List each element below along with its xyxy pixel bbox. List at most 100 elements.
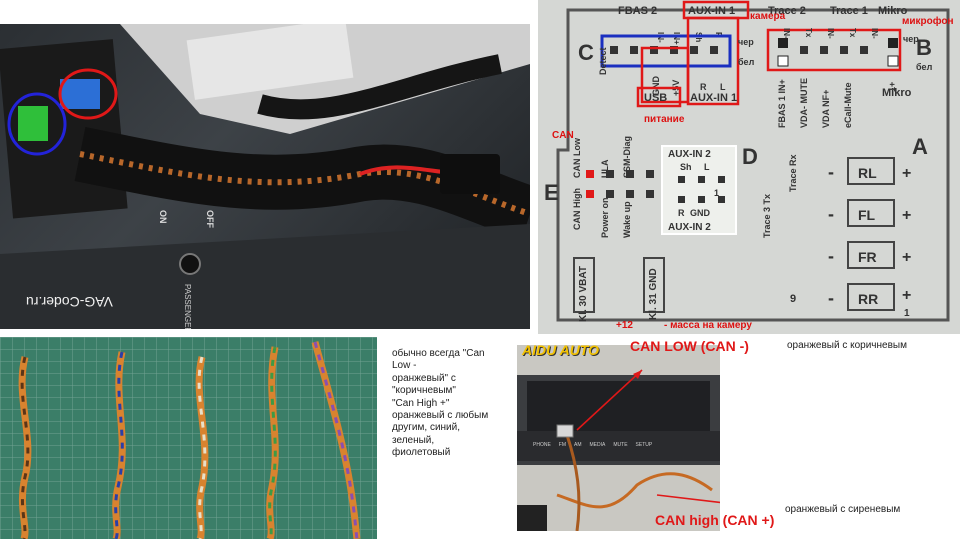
pin-number-1: 1	[714, 188, 719, 198]
note-line-2: Low -	[392, 360, 417, 372]
speaker-fr-minus: -	[828, 246, 834, 266]
speaker-rr-plus: +	[902, 287, 911, 304]
c-pin-in-plus: IN+	[672, 32, 681, 45]
watermark: VAG-Coder.ru	[26, 294, 113, 310]
can-color-note: обычно всегда "Can Low - оранжевый" с "к…	[392, 348, 510, 460]
trace3-tx-label: Trace 3 Tx	[762, 194, 772, 238]
b-pin-fbas1: FBAS 1 IN+	[777, 79, 787, 128]
can-wire-illustration	[517, 345, 720, 531]
e-pin-can-low: CAN Low	[572, 137, 582, 178]
b-pin-ecall: eCall-Mute	[843, 82, 853, 128]
twisted-wires-illustration	[0, 337, 377, 539]
pin-number-9: 9	[790, 293, 796, 305]
airbag-off-label: OFF	[205, 210, 215, 228]
e-pin-power-on: Power on	[600, 197, 610, 238]
can-wire-brown	[565, 434, 581, 531]
block-e-letter: E	[544, 180, 559, 205]
wire-terminal	[556, 424, 574, 438]
speaker-fl-row: - FL +	[828, 199, 911, 227]
speaker-rl-row: - RL +	[828, 157, 911, 185]
speaker-fr-plus: +	[902, 249, 911, 266]
pinout-diagram: FBAS 2 Trace 2 Trace 1 Mikro AUX-IN 1 ка…	[538, 0, 960, 334]
radio-button-strip	[517, 431, 720, 461]
note-line-3: оранжевый" с	[392, 372, 456, 384]
note-line-4: "коричневым"	[392, 385, 456, 397]
e-pin-ssm: SSM-Diag	[622, 136, 632, 178]
speaker-fl-plus: +	[902, 207, 911, 224]
airbag-label: PASSENGER AIR BAG	[183, 284, 192, 329]
c-pin-r: R	[700, 82, 707, 92]
twisted-pair-2	[112, 351, 126, 539]
b-pin-in-2: IN-	[826, 28, 835, 39]
black-left-note: чер	[738, 37, 754, 47]
btn-am: AM	[574, 442, 582, 448]
c-pin-detect: Detect	[598, 47, 608, 75]
aux-in2-box	[661, 145, 737, 235]
can-low-label: CAN LOW (CAN -)	[630, 338, 749, 354]
pinout-outline	[556, 8, 950, 322]
btn-phone: PHONE	[533, 442, 551, 448]
harness-illustration	[0, 24, 530, 329]
speaker-rr-name: RR	[858, 291, 878, 307]
aux-in2-bottom-label: AUX-IN 2	[668, 222, 711, 233]
kl31-label: Kl. 31 GND	[648, 268, 659, 320]
twisted-wires-photo	[0, 337, 377, 539]
white-left-note: бел	[738, 57, 755, 67]
low-arrow	[576, 369, 643, 431]
mikro-top-label: Mikro	[878, 5, 908, 17]
wire-twist	[79, 151, 530, 217]
c-blue-box	[600, 34, 732, 68]
aux-in2-l: L	[704, 162, 710, 172]
aux-in2-r: R	[678, 208, 685, 218]
aux-in1-top-label: AUX-IN 1	[688, 5, 735, 17]
airbag-on-label: ON	[158, 210, 168, 224]
plus12-note: +12	[616, 320, 633, 331]
e-pin-grid	[586, 170, 654, 198]
speaker-rr-row: - RR + 1	[828, 283, 911, 319]
twisted-pair-4	[266, 346, 279, 539]
blue-connector	[60, 79, 100, 109]
note-line-9: фиолетовый	[392, 447, 451, 459]
speaker-fl-name: FL	[858, 207, 876, 223]
camera-note: камера	[750, 11, 786, 22]
power-note: питание	[644, 114, 685, 125]
speaker-rl-name: RL	[858, 165, 877, 181]
speaker-rl-minus: -	[828, 162, 834, 182]
b-mikro-label: Mikro	[882, 87, 912, 99]
btn-setup: SETUP	[635, 442, 653, 448]
trace-rx-label: Trace Rx	[788, 154, 798, 192]
microphone-note: микрофон	[902, 15, 954, 27]
blue-circle-mark	[7, 92, 67, 156]
b-pin-row	[777, 38, 899, 67]
kl30-label: Kl. 30 VBAT	[578, 266, 589, 322]
harness-photo: ON OFF PASSENGER AIR BAG VAG-Coder.ru	[0, 24, 530, 329]
usb-box	[636, 86, 682, 108]
b-pin-vda-nf: VDA NF+	[821, 90, 831, 128]
aux-in2-pins	[678, 176, 725, 203]
btn-media: MEDIA	[589, 442, 606, 448]
black-right-note: чер	[903, 34, 919, 44]
twisted-pair-1	[18, 356, 32, 539]
b-pin-in-1: IN-	[782, 28, 791, 39]
ground-note: - масса на камеру	[664, 320, 752, 331]
radio-sticker	[186, 24, 354, 100]
can-wire-orange	[556, 472, 713, 509]
white-right-note: бел	[916, 62, 933, 72]
block-b-letter: B	[916, 35, 932, 60]
aux-in1-label: AUX-IN 1	[690, 92, 737, 104]
c-pin-l: L	[720, 82, 726, 92]
note-line-8: зеленый,	[392, 434, 435, 446]
note-line-5: "Can High +"	[392, 397, 450, 409]
low-color-annotation: оранжевый с коричневым	[787, 340, 907, 351]
trace2-label: Trace 2	[768, 5, 806, 17]
block-c-letter: C	[578, 40, 594, 65]
usb-label: USB	[644, 92, 667, 104]
e-pin-can-high: CAN High	[572, 188, 582, 230]
pinout-photo: FBAS 2 Trace 2 Trace 1 Mikro AUX-IN 1 ка…	[538, 0, 960, 334]
high-color-annotation: оранжевый с сиреневым	[785, 504, 901, 515]
speaker-fl-minus: -	[828, 204, 834, 224]
green-connector	[18, 106, 48, 141]
c-pin-row-top	[610, 46, 718, 54]
aux-in2-top-label: AUX-IN 2	[668, 149, 711, 160]
trace1-label: Trace 1	[830, 5, 868, 17]
